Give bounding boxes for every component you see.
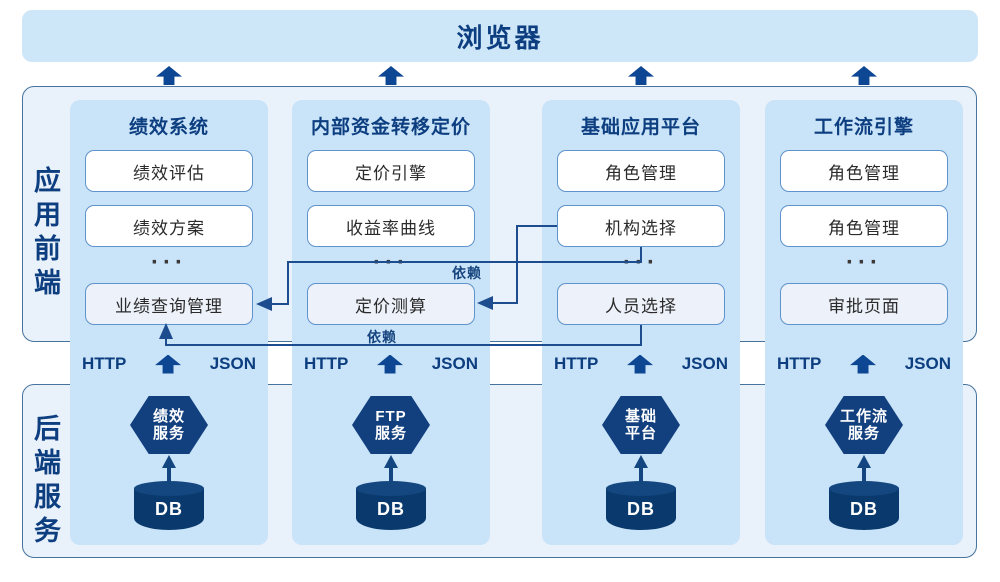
db-arrow-head [162,455,176,468]
json-label: JSON [209,354,256,373]
service-name-line: FTP [375,408,407,425]
db-arrow-stem [167,466,171,490]
column-title: 内部资金转移定价 [310,116,471,138]
module-box: 角色管理 [557,150,725,192]
service-name-line: 服务 [847,425,880,442]
db-arrow-stem [389,466,393,490]
module-box: 定价测算 [307,283,475,325]
db-arrow-stem [862,466,866,490]
module-box: 业绩查询管理 [85,283,253,325]
http-json-row: HTTP JSON [542,351,740,377]
db-arrow-head [384,455,398,468]
service-name-line: 工作流 [839,408,888,425]
module-box: 绩效方案 [85,205,253,247]
browser-bar: 浏览器 [22,10,978,62]
ellipsis: ··· [151,249,187,276]
http-label: HTTP [304,354,349,373]
column-ftp-pricing: 内部资金转移定价 定价引擎 收益率曲线 ··· 定价测算 HTTP JSON F… [292,100,490,545]
module-box: 收益率曲线 [307,205,475,247]
up-arrow-icon [156,66,182,85]
db-arrow-stem [639,466,643,490]
db-label: DB [850,498,878,519]
module-box: 定价引擎 [307,150,475,192]
dependency-label: 依赖 [452,265,482,281]
up-arrow-icon [155,354,182,374]
column-title: 绩效系统 [128,116,209,138]
service-name-line: 平台 [624,425,657,442]
http-label: HTTP [777,354,822,373]
service-hexagon: 绩效 服务 [130,396,208,454]
backend-section-label: 后端服务 [30,414,60,550]
database-cylinder: DB [829,481,899,530]
db-arrow-head [857,455,871,468]
json-label: JSON [681,354,728,373]
up-arrow-icon [378,66,404,85]
service-name-line: 绩效 [152,408,185,425]
service-hexagon: 工作流 服务 [825,396,903,454]
database-cylinder: DB [606,481,676,530]
service-name-line: 基础 [624,408,657,425]
up-arrow-icon [377,354,404,374]
column-base-platform: 基础应用平台 角色管理 机构选择 ··· 人员选择 HTTP JSON 基础 平… [542,100,740,545]
db-label: DB [155,498,183,519]
module-box: 角色管理 [780,150,948,192]
up-arrow-icon [851,66,877,85]
ellipsis: ··· [846,249,882,276]
http-label: HTTP [554,354,599,373]
column-title: 基础应用平台 [580,116,701,138]
database-cylinder: DB [134,481,204,530]
http-json-row: HTTP JSON [70,351,268,377]
column-performance-system: 绩效系统 绩效评估 绩效方案 ··· 业绩查询管理 HTTP JSON 绩效 服… [70,100,268,545]
json-label: JSON [904,354,951,373]
db-label: DB [377,498,405,519]
db-label: DB [627,498,655,519]
up-arrow-icon [850,354,877,374]
service-name-line: 服务 [374,425,407,442]
service-hexagon: 基础 平台 [602,396,680,454]
column-title: 工作流引擎 [813,116,914,138]
ellipsis: ··· [623,249,659,276]
json-label: JSON [431,354,478,373]
module-box: 人员选择 [557,283,725,325]
frontend-section-label: 应用前端 [30,166,60,302]
http-json-row: HTTP JSON [765,351,963,377]
browser-label: 浏览器 [456,22,544,53]
http-label: HTTP [82,354,127,373]
module-box: 角色管理 [780,205,948,247]
dependency-label: 依赖 [367,329,397,345]
db-arrow-head [634,455,648,468]
service-name-line: 服务 [152,425,185,442]
module-box: 机构选择 [557,205,725,247]
http-json-row: HTTP JSON [292,351,490,377]
column-workflow-engine: 工作流引擎 角色管理 角色管理 ··· 审批页面 HTTP JSON 工作流 服… [765,100,963,545]
up-arrow-icon [627,354,654,374]
module-box: 审批页面 [780,283,948,325]
up-arrow-icon [628,66,654,85]
service-hexagon: FTP 服务 [352,396,430,454]
database-cylinder: DB [356,481,426,530]
module-box: 绩效评估 [85,150,253,192]
